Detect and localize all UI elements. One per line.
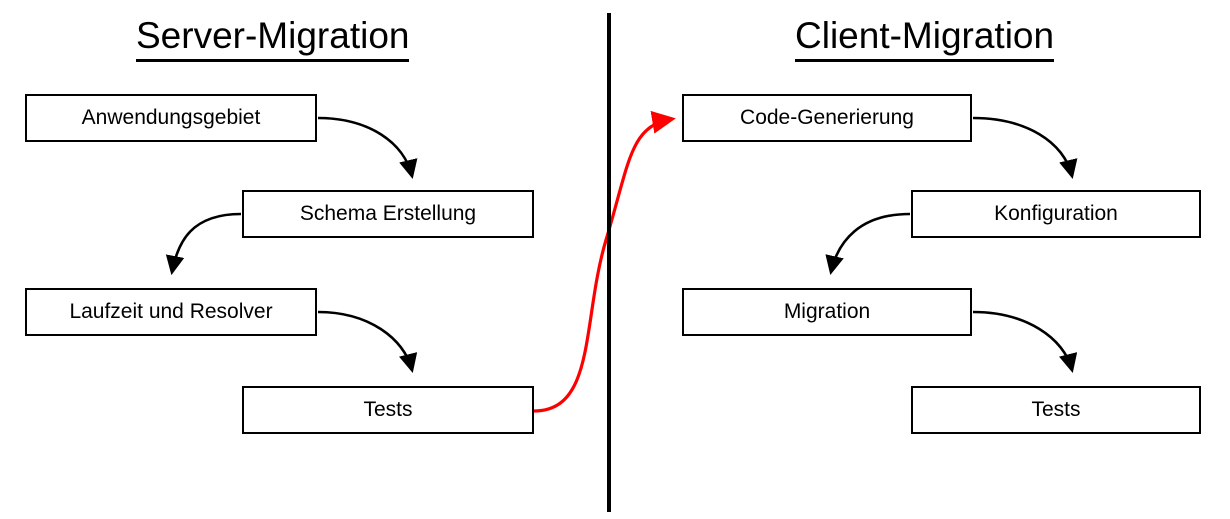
column-divider [607, 13, 611, 512]
node-tests-server[interactable]: Tests [242, 386, 534, 434]
connector-laufzeit-to-tests-server [317, 310, 418, 374]
column-title-client-migration: Client-Migration [795, 15, 1055, 62]
connector-code-generierung-to-konfiguration [972, 116, 1078, 180]
node-konfiguration[interactable]: Konfiguration [911, 190, 1201, 238]
node-code-generierung[interactable]: Code-Generierung [682, 94, 972, 142]
node-tests-client[interactable]: Tests [911, 386, 1201, 434]
connector-tests-server-to-code-generierung [533, 110, 676, 413]
connector-konfiguration-to-migration [825, 212, 911, 276]
connector-anwendungsgebiet-to-schema [317, 116, 418, 180]
node-laufzeit-und-resolver[interactable]: Laufzeit und Resolver [25, 288, 317, 336]
connector-schema-to-laufzeit [165, 212, 242, 276]
column-title-server-migration: Server-Migration [136, 15, 410, 62]
connector-migration-to-tests-client [972, 310, 1078, 374]
node-migration[interactable]: Migration [682, 288, 972, 336]
node-anwendungsgebiet[interactable]: Anwendungsgebiet [25, 94, 317, 142]
node-schema-erstellung[interactable]: Schema Erstellung [242, 190, 534, 238]
